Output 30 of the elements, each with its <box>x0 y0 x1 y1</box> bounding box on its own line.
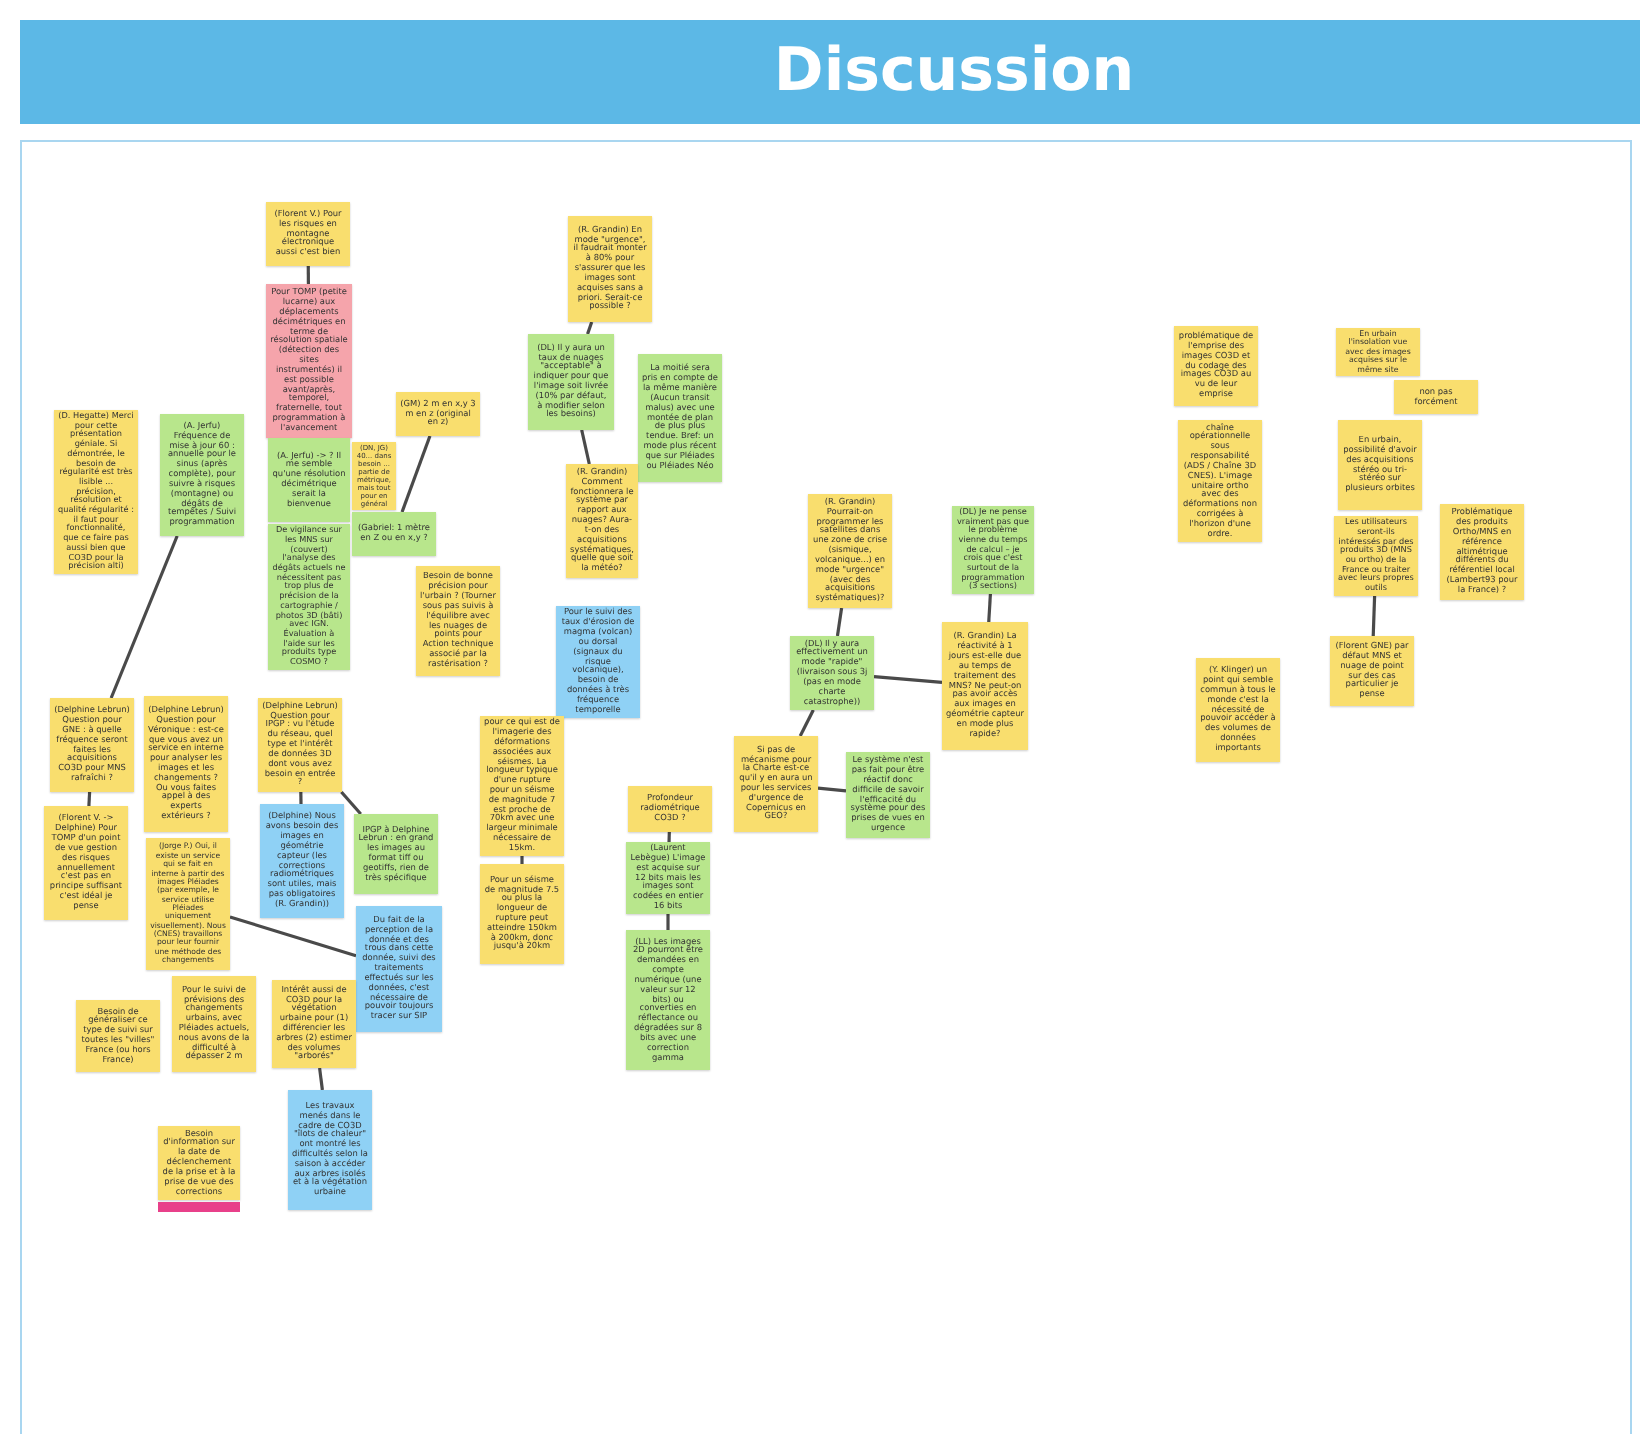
connector-line <box>229 915 357 958</box>
page-title: Discussion <box>771 36 1137 108</box>
sticky-note <box>268 438 350 522</box>
connector-line <box>318 1067 324 1091</box>
connector-line <box>400 435 432 513</box>
connector-line <box>817 786 847 793</box>
connector-line <box>1371 595 1377 637</box>
sticky-note <box>1338 420 1422 510</box>
connector-line <box>987 593 992 623</box>
connector-line <box>87 791 92 807</box>
connector-line <box>798 709 815 737</box>
sticky-note <box>1336 328 1420 376</box>
sticky-note <box>354 814 438 894</box>
sticky-note <box>1394 380 1478 414</box>
connector-line <box>873 674 943 684</box>
connector-line <box>340 790 362 816</box>
sticky-note <box>288 1090 372 1210</box>
connector-line <box>109 535 179 699</box>
connector-line <box>306 266 310 284</box>
connector-line <box>580 429 591 465</box>
sticky-note <box>628 786 712 832</box>
sticky-note <box>480 864 564 964</box>
sticky-note <box>396 392 480 436</box>
connector-line <box>586 321 594 335</box>
connector-line <box>835 607 844 637</box>
connector-line <box>520 856 524 864</box>
sticky-note <box>352 512 436 556</box>
connector-line <box>299 791 303 805</box>
connector-line <box>666 914 670 930</box>
connector-line <box>667 831 671 843</box>
